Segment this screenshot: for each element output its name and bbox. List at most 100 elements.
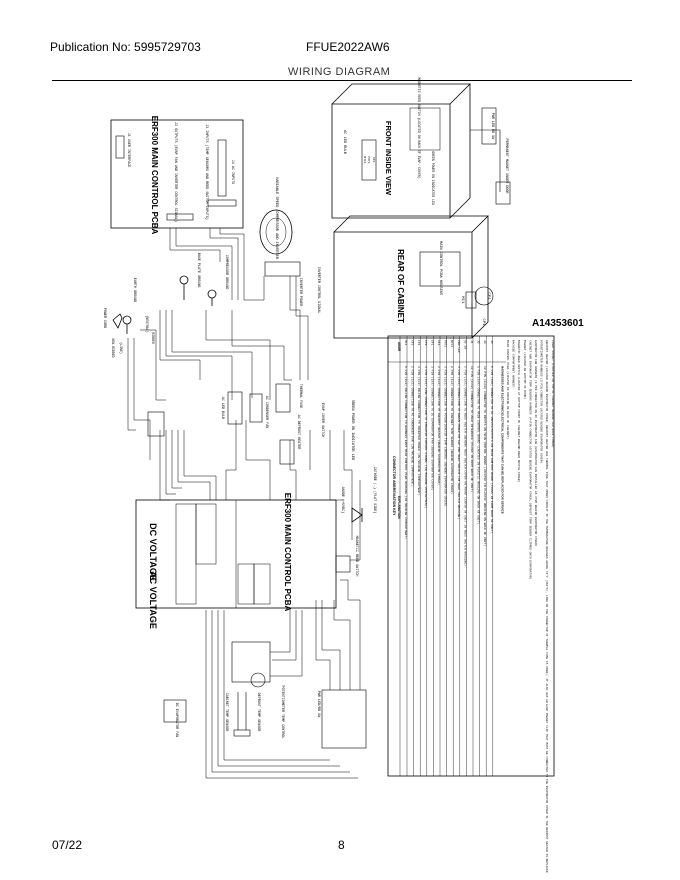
ui-board-name: ERF300 MAIN CONTROL PCBA	[150, 116, 159, 235]
cf1-connector	[249, 393, 263, 423]
key-row-abbr: CP1	[417, 340, 420, 346]
key-row-explanation: 10 PIN (1x10) CONNECTOR TO INPUTS ON MAI…	[483, 366, 487, 546]
key-row-abbr: CP2	[424, 340, 427, 346]
publication-number: Publication No: 5995729703	[50, 40, 201, 54]
key-note: MAGNET (LOCATED IN BOTTOM OF DOOR)	[523, 340, 527, 399]
ui-board-j3: J3 INPUTS (TEMP SENSORS AND REED SWITCH …	[204, 124, 209, 220]
key-row-explanation: 9 PIN (1x9) CONNECTOR TO MAIN CONTROL BO…	[477, 366, 481, 525]
key-col-explanation: EXPLANATION	[397, 496, 401, 519]
key-row-abbr: RD SW	[463, 340, 466, 349]
power-cord-label: POWER CORD	[102, 308, 106, 328]
power-cord-plug	[112, 313, 123, 329]
inverter-control-label: INVERTER CONTROL SIGNAL	[316, 267, 320, 314]
cathode-label: CATHODE (-) (FLAT SIDE)	[372, 467, 377, 514]
key-row-abbr: EF1	[430, 340, 433, 346]
compressor: VARIABLE SPEED COMPRESSOR AND INVERTER	[259, 177, 293, 260]
footer-date: 07/22	[52, 838, 83, 852]
key-row-abbr: J3	[483, 340, 486, 344]
front-view-dfr: DF1	[372, 157, 375, 163]
main-board-label: ERF300 MAIN CONTROL PCBA	[283, 493, 292, 612]
key-col-abbr: ABBR	[397, 342, 401, 352]
rear-view-mc1: MC1	[460, 296, 464, 304]
key-notes-title: HARNESSES AND ELECTRONIC/ELECTRICAL COMP…	[500, 366, 504, 514]
ribbed-label: RIBBED	[151, 332, 155, 344]
front-view-pot: POT1	[367, 156, 370, 163]
line-label: (LINE)	[119, 342, 123, 354]
key-note: MAGNETIC REED SWITCH (LOCATED AT BOTTOM …	[517, 340, 521, 483]
key-row-explanation: 2 PIN (1x2) CONNECTION TO CABINET TEMP S…	[450, 366, 454, 494]
front-view-title: FRONT INSIDE VIEW	[384, 121, 393, 196]
sensor-leads	[237, 692, 247, 730]
cabinet-temp-sensor-label: CABINET TEMP SENSOR	[224, 693, 228, 732]
part-number: A14353601	[532, 318, 584, 329]
reed-switch-symbol	[335, 555, 351, 573]
mc1-connector	[147, 411, 165, 437]
ui-board-j4: J4 AC INPUTS	[230, 160, 234, 184]
key-note: EVAPORATOR FAN HARNESS (3 PIN CONNECTOR …	[534, 340, 538, 547]
key-note: CABINET AND EVAPORATOR TEMP SENSORS HARN…	[528, 340, 532, 580]
title-rule	[52, 80, 632, 81]
ac-led-connector	[227, 391, 243, 425]
df1-connector	[279, 439, 295, 465]
inverter-power-label: INVERTER POWER	[298, 278, 302, 307]
front-view-bulb: AC LED BULB	[342, 130, 346, 155]
thermal-fuse-label: THERMAL FUSE	[298, 384, 302, 408]
potentiometer-symbol	[250, 672, 266, 688]
key-row-explanation: 4 PIN (1x4) CONNECTION TO GREEN POWER ON…	[457, 366, 461, 519]
key-note: POTENTIOMETER HARNESS (3 PIN CONNECTOR L…	[540, 340, 544, 463]
key-row-abbr: PWR LED	[457, 340, 460, 353]
ui-control-board: ERF300 MAIN CONTROL PCBA J1 USER INTERFA…	[110, 116, 244, 235]
front-view-sw: PWR LED RD SW	[490, 113, 494, 140]
key-row-explanation: 6 PIN (1x6) CONNECTOR TO AC INPUTS/OUTPU…	[490, 366, 494, 534]
temp-sensor-bulb	[233, 729, 251, 737]
dc-evap-fan-label: DC EVAPORATOR FAN	[174, 703, 178, 738]
rear-view-cp1: CP1	[481, 318, 485, 326]
rear-of-cabinet: REAR OF CABINET MAIN CONTROL PCBA HOUSIN…	[333, 215, 494, 339]
rear-view-cf1: CF1	[486, 292, 490, 300]
pwr-led-label: PWR LED/RD SW	[316, 691, 321, 718]
compressor-label: VARIABLE SPEED COMPRESSOR AND INVERTER	[274, 177, 278, 260]
key-row-explanation: 4 PIN (1x4) LINE CONNECTION TO INVERTER …	[424, 366, 428, 508]
key-title: CONNECTOR ABBREVIATION KEY	[392, 456, 396, 516]
ui-board-j1: J1 USER INTERFACE	[126, 133, 130, 168]
thermal-fuse-connector	[275, 383, 291, 413]
key-row-explanation: 2 PIN (1x2) CONNECTION TO AC CONDENSER F…	[411, 366, 415, 487]
harness-wires	[127, 228, 361, 779]
front-view-ntc: NTC1	[363, 156, 366, 163]
key-row-explanation: 3 PIN (1x3) INLINE CONNECTION TO INVERTE…	[417, 366, 421, 496]
compressor-ground-label: COMPRESSOR GROUND	[224, 255, 228, 290]
rear-view-title: REAR OF CABINET	[396, 249, 405, 323]
key-row-abbr: CF1	[411, 340, 414, 346]
front-view-magnet: PERMANENT MAGNET UNDER DOOR	[504, 139, 508, 194]
earth-ground-label: EARTH GROUND	[132, 278, 136, 302]
key-row-explanation: 3 PIN (1x3) CONNECTION TO POTENTIOMETER …	[444, 366, 448, 507]
connector-key: CONNECTOR ABBREVIATION KEY ABBR EXPLANATIO…	[387, 335, 555, 873]
key-row-explanation: 10 PIN (1x10) CONNECTOR TO USER INTERFAC…	[470, 366, 474, 492]
ac-defrost-heater-label: AC DEFROST HEATER	[296, 415, 300, 450]
front-view-green: GREEN POWER ON INDICATOR LED	[431, 151, 435, 205]
neutral-label: (NEUTRAL)	[145, 315, 149, 332]
front-view-note: MAGNETIC REED SWITCH (LOCATED ON BACK OF…	[417, 77, 421, 178]
dc-evap-fan-connector	[163, 699, 187, 723]
key-row-abbr: J2	[477, 340, 480, 344]
key-row-explanation: 3 PIN (1x3) CONNECTION TO DC EVAPORATOR …	[430, 366, 434, 490]
key-row-abbr: POT1	[444, 340, 447, 347]
evap-cover-switch-label: EVAP COVER SWITCH	[320, 403, 324, 438]
key-note: DEFROST HEATER (LOCATED BEHIND EVAPORATO…	[545, 340, 549, 873]
pwr-led-connector	[321, 689, 367, 749]
main-control-board: DC VOLTAGE AC VOLTAGE ERF300 MAIN CONTRO…	[135, 493, 337, 629]
key-row-abbr: MC1	[404, 340, 407, 346]
base-plate-ground-label: BASE PLATE GROUND	[196, 253, 200, 288]
ac-voltage-label: AC VOLTAGE	[148, 571, 158, 629]
rear-view-housing: MAIN CONTROL PCBA HOUSING	[438, 241, 442, 295]
key-row-explanation: 6 PIN (2x3) INLINE CONNECTION TO HARNESS…	[404, 366, 408, 539]
key-row-abbr: J4	[490, 340, 493, 344]
ground-symbols	[122, 275, 217, 334]
key-row-abbr: NTC1	[450, 340, 453, 347]
key-row-explanation: 2 PIN (1x2) CONNECTION TO DEFROST HEATER…	[437, 366, 441, 485]
non-ribbed-label: NON-RIBBED	[111, 338, 115, 357]
inverter-connector	[264, 261, 301, 277]
page-title: WIRING DIAGRAM	[288, 66, 391, 78]
sensor-connectors	[231, 641, 271, 683]
